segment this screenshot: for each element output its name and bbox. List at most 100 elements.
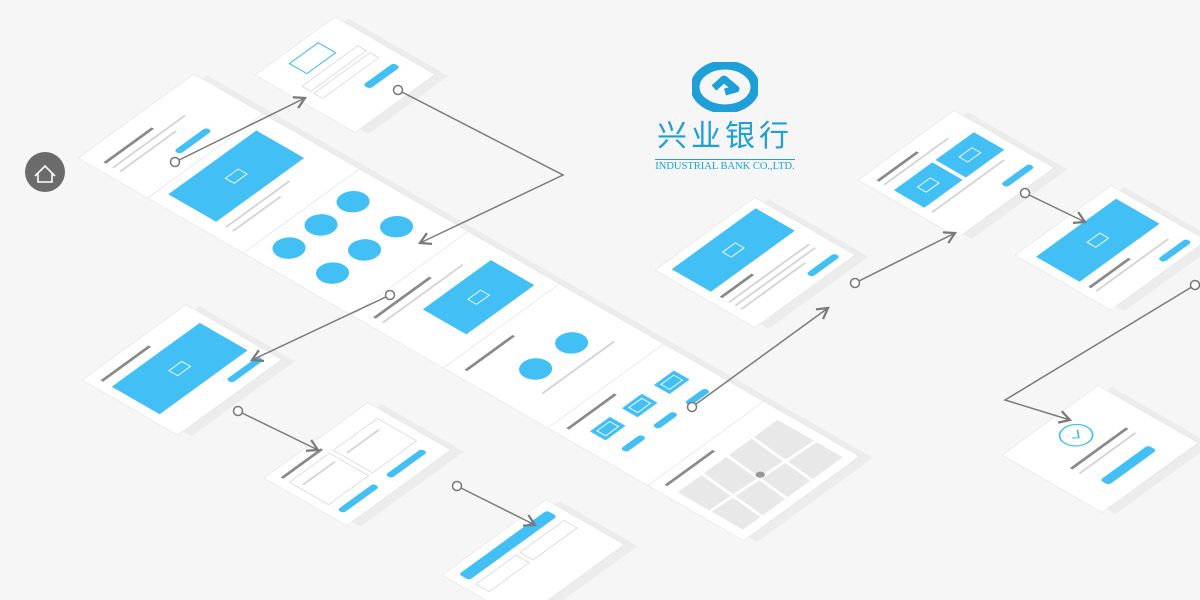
heading-line — [566, 393, 617, 430]
image-placeholder — [653, 370, 690, 395]
circle-placeholder — [519, 358, 553, 380]
image-placeholder — [671, 208, 795, 292]
text-line — [541, 340, 616, 395]
image-placeholder-icon — [1086, 232, 1110, 248]
connector-dot — [392, 84, 404, 96]
wireframe-card-gallery — [857, 109, 1068, 240]
button[interactable] — [226, 356, 264, 383]
image-placeholder-icon — [168, 360, 192, 377]
button[interactable] — [1001, 164, 1035, 188]
flow-arrow — [1003, 284, 1196, 424]
image-placeholder-icon — [958, 147, 982, 163]
heading-line — [664, 449, 716, 487]
connector-dot — [849, 277, 861, 289]
form-field[interactable] — [519, 519, 578, 561]
heading-line — [373, 276, 432, 319]
wireframe-card-form — [263, 402, 465, 528]
form-field[interactable] — [288, 452, 370, 506]
flow-arrow — [456, 485, 538, 527]
text-line — [728, 243, 810, 303]
image-placeholder — [168, 130, 305, 222]
bank-logo-icon — [690, 60, 760, 114]
button[interactable] — [684, 388, 710, 406]
image-placeholder-icon — [660, 374, 684, 390]
image-placeholder-icon — [721, 242, 745, 258]
wireframe-strip-screen — [242, 168, 482, 318]
heading-line — [464, 334, 516, 372]
flow-arrow — [691, 306, 830, 408]
wireframe-strip-screen — [442, 283, 678, 430]
flow-arrow — [249, 294, 391, 363]
flow-arrow — [174, 96, 308, 163]
wireframe-card-article — [1014, 184, 1200, 312]
wireframe-strip-screen — [647, 400, 874, 543]
wireframe-card-banner — [81, 304, 296, 437]
text-line — [931, 159, 1005, 213]
connector-dot — [1189, 279, 1200, 291]
circle-placeholder — [348, 239, 382, 261]
wireframe-strip-screen — [146, 113, 373, 255]
wireframe-strip-screen — [547, 343, 778, 488]
circle-placeholder — [304, 214, 338, 236]
circle-placeholder — [316, 262, 350, 284]
image-placeholder-icon — [628, 397, 652, 414]
image-placeholder — [893, 162, 963, 208]
checkmark-circle-icon — [1058, 423, 1094, 447]
flow-arrow — [397, 89, 565, 246]
button[interactable] — [337, 484, 379, 514]
circle-placeholder — [336, 190, 370, 213]
flow-arrow — [237, 410, 321, 452]
heading-line — [1069, 427, 1129, 470]
button[interactable] — [1100, 445, 1157, 485]
wireframe-strip-screen — [77, 73, 278, 200]
button[interactable] — [174, 128, 212, 155]
wireframe-card-success — [1001, 384, 1200, 515]
form-field[interactable] — [475, 554, 530, 593]
circle-placeholder — [272, 237, 306, 259]
logo-chinese-name: 兴业银行 — [657, 119, 793, 154]
text-line — [112, 115, 186, 169]
heading-line — [100, 345, 152, 382]
bank-logo: 兴业银行 INDUSTRIAL BANK CO.,LTD. — [640, 60, 810, 173]
form-field[interactable] — [332, 417, 418, 474]
button[interactable] — [620, 434, 646, 452]
circle-placeholder — [380, 215, 414, 238]
heading-line — [1088, 257, 1131, 289]
form-field[interactable] — [301, 45, 368, 92]
button[interactable] — [1158, 239, 1192, 263]
heading-line — [280, 448, 324, 479]
text-line — [734, 247, 817, 307]
image-placeholder-icon — [596, 420, 620, 437]
flow-arrow — [854, 231, 958, 284]
text-line — [1078, 432, 1137, 475]
image-placeholder — [1036, 198, 1160, 282]
image-placeholder — [111, 322, 248, 415]
text-line — [740, 262, 807, 310]
connector-dot — [686, 401, 698, 413]
text-line — [346, 429, 380, 454]
logo-english-name: INDUSTRIAL BANK CO.,LTD. — [655, 159, 795, 172]
button[interactable] — [385, 449, 427, 479]
home-icon[interactable] — [25, 152, 65, 192]
button[interactable] — [363, 63, 400, 89]
button[interactable] — [652, 411, 678, 429]
map-pin-icon — [755, 471, 765, 478]
text-line — [119, 130, 177, 173]
image-placeholder — [422, 260, 535, 335]
circle-placeholder — [555, 332, 589, 354]
heading-line — [876, 151, 920, 182]
button[interactable] — [459, 510, 557, 580]
text-line — [302, 461, 336, 486]
form-field[interactable] — [313, 52, 380, 99]
wireframe-card-settings — [441, 499, 638, 600]
image-placeholder-icon — [288, 42, 337, 75]
text-line — [381, 264, 464, 324]
connector-dot — [451, 480, 463, 492]
connector-dot — [169, 156, 181, 168]
button[interactable] — [806, 253, 840, 277]
connector-dot — [1019, 187, 1031, 199]
wireframe-strip-screen — [351, 230, 573, 370]
image-placeholder-icon — [224, 168, 248, 184]
flow-arrow — [1024, 192, 1088, 224]
